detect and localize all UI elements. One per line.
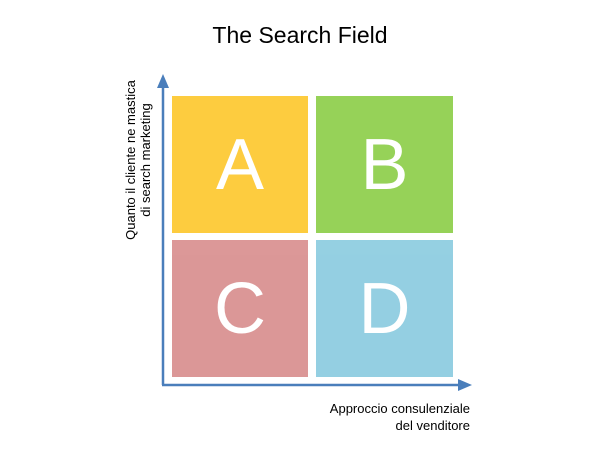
slide-title: The Search Field xyxy=(212,22,388,48)
y-axis-label-line1: Quanto il cliente ne mastica xyxy=(123,80,138,240)
quadrant-a-label: A xyxy=(215,124,265,205)
quadrant-a: A xyxy=(172,96,308,233)
quadrant-d: D xyxy=(316,240,453,377)
x-axis-arrowhead xyxy=(458,379,472,391)
x-axis-label: Approccio consulenziale del venditore xyxy=(330,400,470,434)
y-axis-label: Quanto il cliente ne mastica di search m… xyxy=(123,60,153,260)
x-axis-label-line2: del venditore xyxy=(395,418,470,433)
y-axis-label-line2: di search marketing xyxy=(138,103,153,217)
x-axis-label-line1: Approccio consulenziale xyxy=(329,401,470,416)
quadrant-b-label: B xyxy=(360,124,409,205)
quadrant-d-label: D xyxy=(358,268,411,349)
y-axis-arrowhead xyxy=(157,74,169,88)
quadrant-c-label: C xyxy=(214,268,266,349)
quadrant-b: B xyxy=(316,96,453,233)
quadrant-c: C xyxy=(172,240,308,377)
